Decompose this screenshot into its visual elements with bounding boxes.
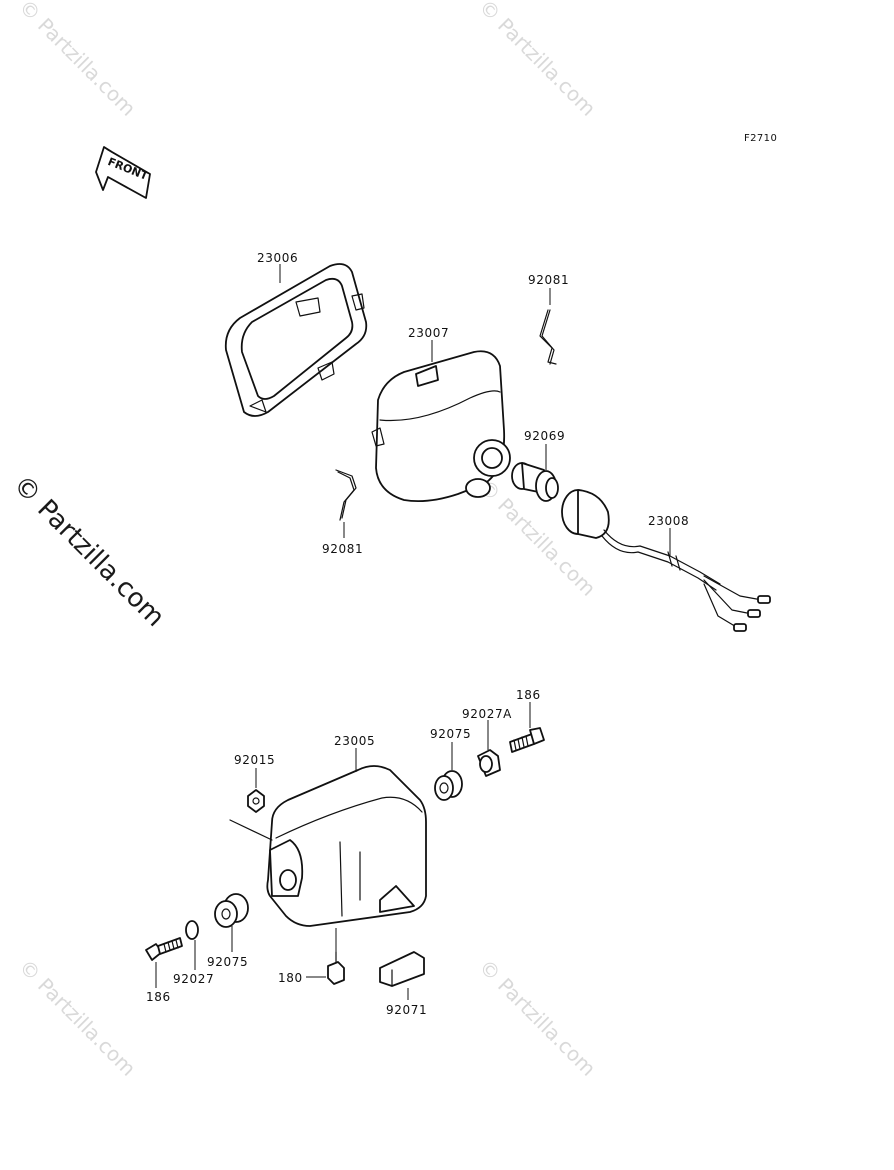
- rim-23006: [224, 263, 368, 417]
- grommet-92075-top: [434, 770, 463, 801]
- pad-92071: [379, 951, 425, 987]
- watermark-bottom-left: © Partzilla.com: [14, 955, 140, 1081]
- label-23008: 23008: [648, 514, 689, 528]
- label-92069: 92069: [524, 429, 565, 443]
- label-23006: 23006: [257, 251, 298, 265]
- figure-code: F2710: [744, 133, 777, 144]
- label-92027: 92027: [173, 972, 214, 986]
- clip-92081-left: [335, 469, 357, 521]
- front-arrow-icon: FRONT: [95, 146, 151, 199]
- label-92081-top: 92081: [528, 273, 569, 287]
- label-92027A: 92027A: [462, 707, 512, 721]
- watermark-top-right: © Partzilla.com: [474, 0, 600, 121]
- label-92015: 92015: [234, 753, 275, 767]
- label-92081-left: 92081: [322, 542, 363, 556]
- washer-92027A: [477, 749, 501, 777]
- bulb-92069: [511, 462, 559, 502]
- cover-23005: [229, 765, 427, 927]
- label-186-top: 186: [516, 688, 541, 702]
- label-180: 180: [278, 971, 303, 985]
- watermark-bottom-right: © Partzilla.com: [474, 955, 600, 1081]
- label-23005: 23005: [334, 734, 375, 748]
- label-186-bottom: 186: [146, 990, 171, 1004]
- socket-wiring-23008: [561, 489, 771, 632]
- label-92075-bottom: 92075: [207, 955, 248, 969]
- label-92071: 92071: [386, 1003, 427, 1017]
- clip-92081-top: [539, 309, 557, 365]
- bolt-186-top: [509, 727, 545, 753]
- screw-180: [327, 951, 345, 985]
- washer-92027: [185, 920, 199, 940]
- label-23007: 23007: [408, 326, 449, 340]
- watermark-top-left: © Partzilla.com: [14, 0, 140, 121]
- watermark-main: © Partzilla.com: [7, 470, 170, 633]
- label-92075-top: 92075: [430, 727, 471, 741]
- grommet-92075-bottom: [214, 893, 249, 928]
- housing-23007: [371, 350, 511, 503]
- bolt-186-bottom: [145, 937, 183, 961]
- nut-92015: [247, 789, 265, 813]
